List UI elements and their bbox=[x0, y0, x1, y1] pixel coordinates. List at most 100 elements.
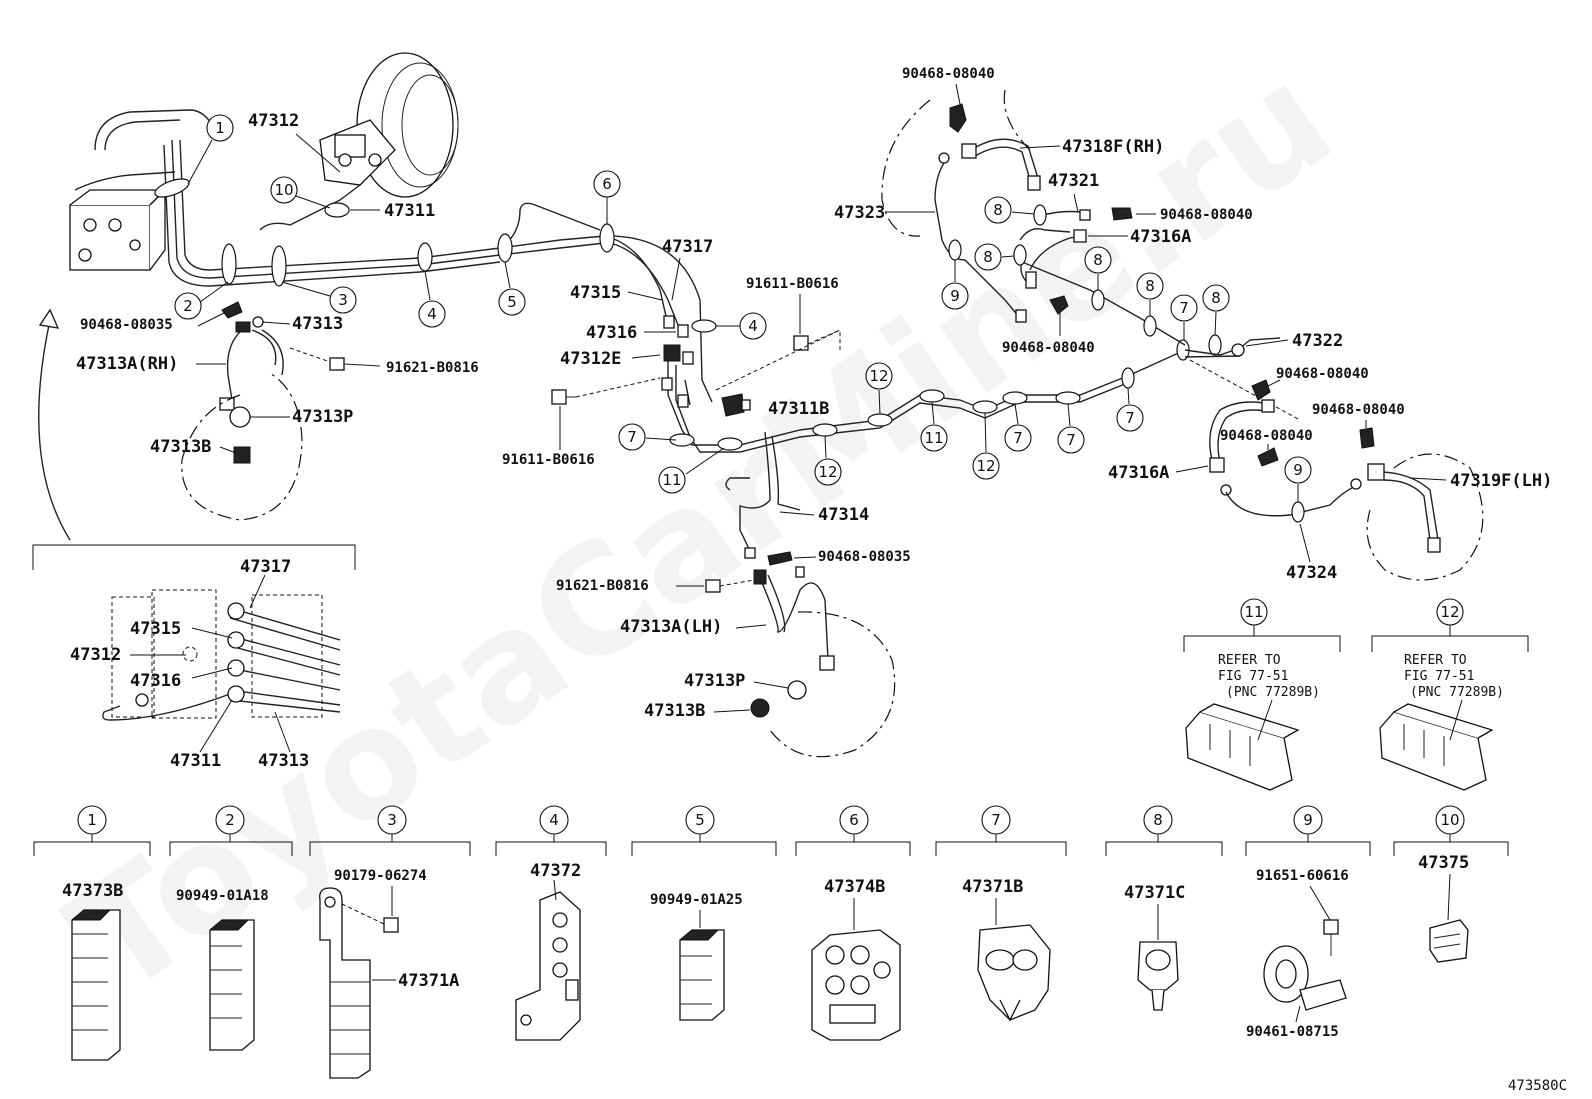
svg-text:12: 12 bbox=[818, 463, 837, 481]
front-lh-hose bbox=[750, 566, 835, 718]
label-47313A-RH: 47313A(RH) bbox=[76, 354, 178, 374]
pipe-47314 bbox=[725, 431, 801, 559]
label-47313: 47313 bbox=[292, 314, 343, 334]
label-47313P-b: 47313P bbox=[684, 671, 745, 691]
front-rh-hose bbox=[219, 301, 284, 464]
callout-6: 6 bbox=[593, 170, 621, 224]
svg-text:8: 8 bbox=[1211, 289, 1221, 307]
refer-box-12: 12 REFER TO FIG 77-51 (PNC 77289B) bbox=[1371, 598, 1529, 791]
label-90468-08035-b: 90468-08035 bbox=[818, 549, 911, 565]
hose-47316A-a bbox=[1025, 229, 1087, 289]
clip-90468-08040-b bbox=[1111, 207, 1133, 221]
inset-label-47313: 47313 bbox=[258, 751, 309, 771]
label-91611-B0616-b: 91611-B0616 bbox=[502, 452, 595, 468]
svg-text:REFER TO: REFER TO bbox=[1404, 653, 1467, 668]
hose-47316A-b bbox=[1209, 399, 1275, 496]
label-47323: 47323 bbox=[834, 203, 885, 223]
svg-text:91651-60616: 91651-60616 bbox=[1256, 868, 1349, 884]
svg-text:47371C: 47371C bbox=[1124, 883, 1185, 903]
svg-text:12: 12 bbox=[1440, 603, 1459, 621]
callout-8d: 8 bbox=[1136, 272, 1164, 316]
svg-text:(PNC 77289B): (PNC 77289B) bbox=[1410, 685, 1504, 700]
refer-box-11: 11 REFER TO FIG 77-51 (PNC 77289B) bbox=[1183, 598, 1341, 791]
label-90468-08040-f: 90468-08040 bbox=[1312, 402, 1405, 418]
clip-90468-08040-e bbox=[1257, 447, 1279, 467]
svg-text:REFER TO: REFER TO bbox=[1218, 653, 1281, 668]
svg-text:9: 9 bbox=[1303, 811, 1313, 829]
svg-text:FIG 77-51: FIG 77-51 bbox=[1218, 669, 1288, 684]
svg-text:47375: 47375 bbox=[1418, 853, 1469, 873]
label-47311B: 47311B bbox=[768, 399, 829, 419]
label-47321: 47321 bbox=[1048, 171, 1099, 191]
label-47316: 47316 bbox=[586, 323, 637, 343]
svg-text:3: 3 bbox=[387, 811, 397, 829]
brake-booster bbox=[319, 52, 459, 198]
label-47313B-a: 47313B bbox=[150, 437, 211, 457]
pipe-47324 bbox=[1225, 478, 1362, 523]
clamp-part-4: 4 47372 bbox=[495, 805, 607, 1041]
inset-label-47311: 47311 bbox=[170, 751, 221, 771]
svg-text:8: 8 bbox=[993, 201, 1003, 219]
front-pipe-bundle bbox=[74, 109, 713, 403]
label-91621-B0816-b: 91621-B0816 bbox=[556, 578, 649, 594]
svg-text:1: 1 bbox=[87, 811, 97, 829]
svg-text:10: 10 bbox=[1440, 811, 1459, 829]
svg-text:47371A: 47371A bbox=[398, 971, 459, 991]
bolt-91621-B0816-b bbox=[705, 579, 755, 593]
svg-text:9: 9 bbox=[950, 287, 960, 305]
inset-label-47316: 47316 bbox=[130, 671, 181, 691]
svg-text:47371B: 47371B bbox=[962, 877, 1023, 897]
label-90468-08040-e: 90468-08040 bbox=[1220, 428, 1313, 444]
svg-text:7: 7 bbox=[1125, 409, 1135, 427]
callout-4b: 4 bbox=[691, 312, 767, 340]
inset-label-47315: 47315 bbox=[130, 619, 181, 639]
label-47312E: 47312E bbox=[560, 349, 621, 369]
svg-text:47374B: 47374B bbox=[824, 877, 885, 897]
callout-5: 5 bbox=[498, 261, 526, 316]
clip-90468-08035-b bbox=[767, 551, 793, 566]
callout-10: 10 bbox=[270, 176, 331, 209]
curved-arrow bbox=[38, 319, 71, 541]
svg-text:12: 12 bbox=[976, 457, 995, 475]
bracket-47311B bbox=[721, 393, 751, 417]
clip-90468-08040-c bbox=[1049, 295, 1069, 315]
clamp-part-9: 9 91651-60616 90461-08715 bbox=[1245, 805, 1371, 1040]
clamp-part-5: 5 90949-01A25 bbox=[631, 805, 777, 1021]
callout-4a: 4 bbox=[418, 270, 446, 328]
inset-label-47317: 47317 bbox=[240, 557, 291, 577]
inset-label-47312: 47312 bbox=[70, 645, 121, 665]
svg-text:7: 7 bbox=[1066, 431, 1076, 449]
clip-90468-08040-f bbox=[1359, 427, 1375, 449]
svg-text:1: 1 bbox=[215, 119, 225, 137]
label-47313P-a: 47313P bbox=[292, 407, 353, 427]
label-47316A-a: 47316A bbox=[1130, 227, 1191, 247]
svg-text:8: 8 bbox=[1153, 811, 1163, 829]
figure-code: 473580C bbox=[1508, 1078, 1567, 1094]
bolt-91611-B0616-a bbox=[793, 329, 841, 351]
label-47313B-b: 47313B bbox=[644, 701, 705, 721]
callout-8c: 8 bbox=[1084, 246, 1112, 290]
label-90468-08035-a: 90468-08035 bbox=[80, 317, 173, 333]
label-47317: 47317 bbox=[662, 237, 713, 257]
clip-markers-right bbox=[948, 204, 1222, 356]
label-47314: 47314 bbox=[818, 505, 869, 525]
callout-1: 1 bbox=[187, 114, 234, 185]
callout-3: 3 bbox=[281, 281, 357, 314]
callout-9: 9 bbox=[941, 260, 969, 310]
callout-7e: 7 bbox=[1170, 294, 1198, 340]
clamp-part-3: 3 90179-06274 47371A bbox=[309, 805, 471, 1079]
svg-text:47372: 47372 bbox=[530, 861, 581, 881]
callout-7b: 7 bbox=[1004, 403, 1032, 452]
callout-12c: 12 bbox=[972, 412, 1000, 480]
callout-7a: 7 bbox=[618, 423, 677, 451]
callout-7d: 7 bbox=[1116, 387, 1144, 432]
svg-text:2: 2 bbox=[225, 811, 235, 829]
clip-90468-08040-d bbox=[1251, 379, 1271, 401]
bolt-91621-B0816-a bbox=[329, 357, 381, 371]
svg-text:90949-01A18: 90949-01A18 bbox=[176, 888, 269, 904]
svg-text:2: 2 bbox=[183, 297, 193, 315]
label-47322: 47322 bbox=[1292, 331, 1343, 351]
svg-text:4: 4 bbox=[748, 317, 758, 335]
svg-text:47373B: 47373B bbox=[62, 881, 123, 901]
